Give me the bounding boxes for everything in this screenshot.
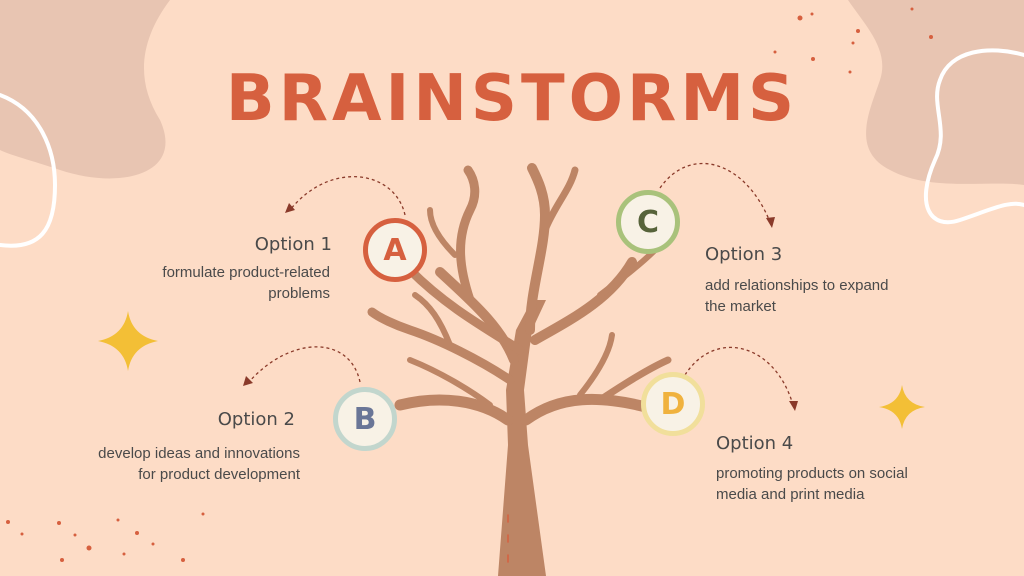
option-1-description: formulate product-related problems [100, 262, 330, 304]
page-title: BRAINSTORMS [225, 62, 799, 136]
badge-b-letter: B [353, 401, 377, 437]
option-2-desc-line-2: for product development [138, 466, 300, 483]
dashed-arrows [247, 162, 794, 406]
option-3-desc-line-2: the market [705, 298, 776, 315]
option-3-title: Option 3 [705, 244, 783, 265]
sparkle-right-icon [879, 385, 925, 429]
badge-c-letter: C [636, 204, 660, 240]
option-4-desc-line-1: promoting products on social [716, 465, 908, 482]
option-2-description: develop ideas and innovations for produc… [50, 443, 300, 485]
arrow-heads [243, 203, 798, 411]
tree-trunk [498, 300, 546, 576]
option-2-desc-line-1: develop ideas and innovations [98, 445, 300, 462]
badge-b: B [333, 387, 397, 451]
option-4-desc-line-2: media and print media [716, 486, 865, 503]
arrow-a-icon [289, 176, 406, 216]
option-3-desc-line-1: add relationships to expand [705, 277, 889, 294]
speckles [6, 7, 933, 562]
option-1-desc-line-1: formulate product-related [162, 264, 330, 281]
badge-d: D [641, 372, 705, 436]
sparkle-left-icon [98, 311, 158, 371]
tree-illustration [367, 163, 672, 576]
option-4-title: Option 4 [716, 433, 794, 454]
option-4-description: promoting products on social media and p… [716, 463, 976, 505]
option-1-title: Option 1 [254, 234, 332, 255]
option-3-description: add relationships to expand the market [705, 275, 955, 317]
arrow-b-icon [247, 346, 361, 384]
badge-a: A [363, 218, 427, 282]
arrow-d-icon [684, 346, 794, 406]
badge-a-letter: A [383, 232, 407, 268]
option-2-title: Option 2 [217, 409, 295, 430]
option-1-desc-line-2: problems [268, 285, 330, 302]
badge-d-letter: D [660, 386, 686, 422]
badge-c: C [616, 190, 680, 254]
top-right-curve [924, 48, 1024, 225]
top-left-curve [0, 93, 58, 248]
